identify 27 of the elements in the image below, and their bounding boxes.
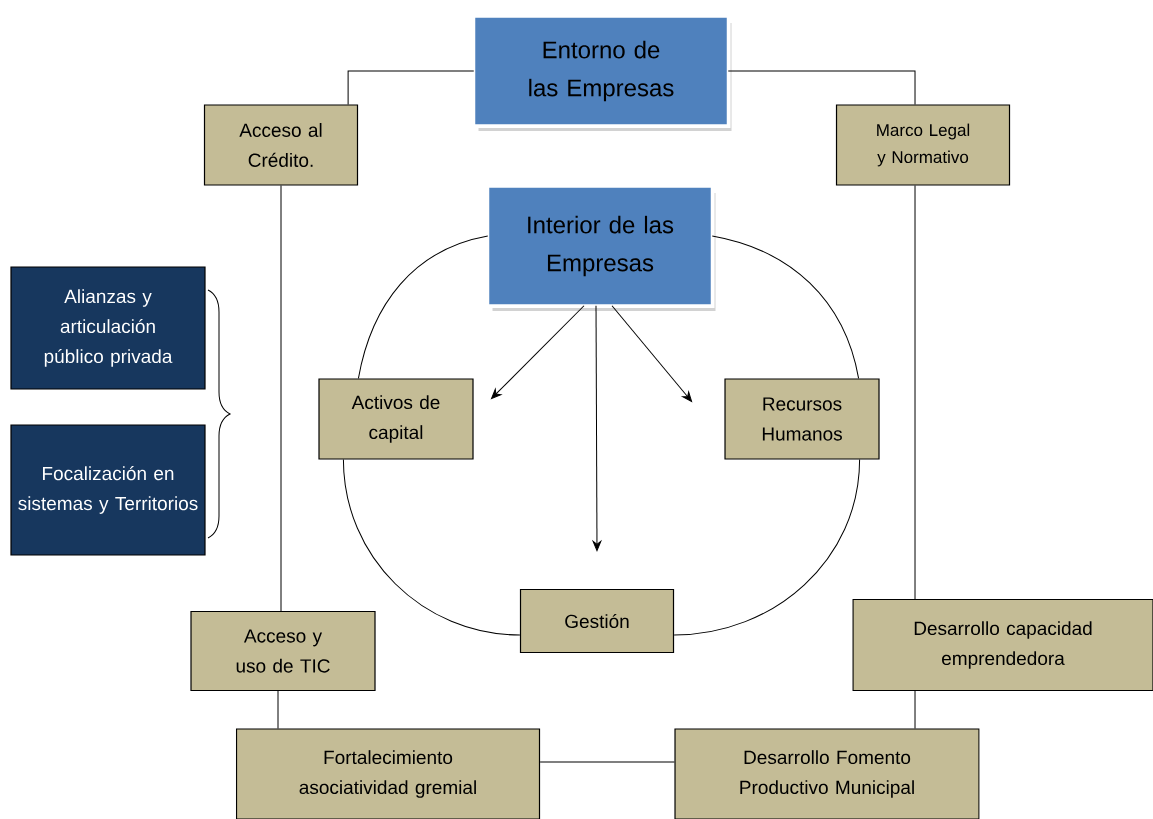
process-box: Recursos Humanos: [724, 378, 880, 460]
connector-line: [280, 185, 282, 612]
arrow: [592, 305, 602, 552]
process-box: Desarrollo capacidad emprendedora: [852, 598, 1153, 692]
connector-line: [539, 761, 675, 763]
strategy-box: Focalización en sistemas y Territorios: [10, 424, 206, 556]
process-box: Fortalecimiento asociatividad gremial: [235, 728, 541, 819]
process-box: Activos de capital: [318, 378, 474, 460]
connector-line: [711, 235, 860, 379]
header-box: Entorno de las Empresas: [471, 14, 732, 131]
process-box: Desarrollo Fomento Productivo Municipal: [674, 728, 980, 819]
strategy-box: Alianzas y articulación público privada: [10, 266, 206, 390]
process-box: Acceso al Crédito.: [203, 104, 359, 186]
connector-line: [673, 459, 861, 636]
connector-line: [342, 459, 521, 636]
process-box: Acceso y uso de TIC: [190, 610, 376, 692]
process-box: Gestión: [519, 588, 675, 654]
connector-line: [727, 70, 916, 105]
process-box: Marco Legal y Normativo: [835, 104, 1011, 186]
connector-line: [347, 70, 475, 105]
connector-line: [914, 690, 916, 729]
connector-line: [357, 235, 489, 379]
header-box: Interior de las Empresas: [485, 184, 716, 311]
arrow: [611, 305, 693, 402]
connector-line: [914, 185, 916, 600]
connector-line: [277, 690, 279, 729]
arrow: [491, 305, 585, 399]
